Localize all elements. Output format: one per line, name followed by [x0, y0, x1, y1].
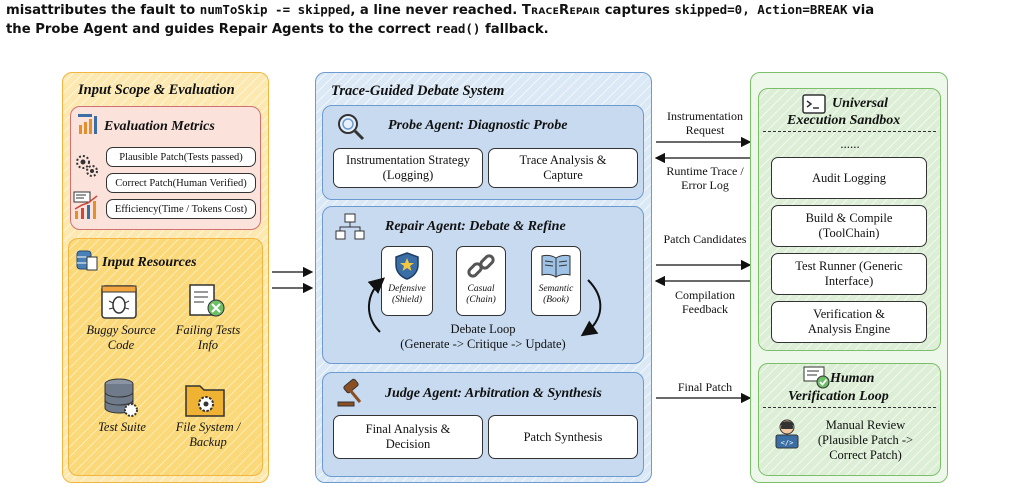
probe-agent-title: Probe Agent: Diagnostic Probe: [388, 118, 568, 133]
semantic-agent-name: Semantic: [538, 284, 574, 294]
magnifier-icon: [336, 112, 366, 147]
metrics-chart-icon: [77, 113, 101, 140]
book-icon: [541, 254, 571, 283]
final-patch-label: Final Patch: [677, 380, 733, 394]
file-system-label: File System / Backup: [175, 420, 241, 449]
bug-icon: [101, 285, 137, 324]
casual-agent-card: [456, 246, 506, 316]
repair-agent-title: Repair Agent: Debate & Refine: [385, 219, 566, 234]
trace-analysis-box: Trace Analysis & Capture: [488, 148, 638, 188]
audit-logging-box: Audit Logging: [771, 157, 927, 199]
input-resources-title: Input Resources: [102, 255, 197, 270]
compilation-feedback-label: Compilation Feedback: [675, 288, 735, 316]
failing-tests-icon: [188, 283, 226, 324]
database-stack-icon: [75, 249, 99, 276]
casual-agent-name: Casual: [467, 284, 495, 294]
semantic-agent-sub: (Book): [543, 295, 569, 305]
debate-loop-steps: (Generate -> Critique -> Update): [400, 337, 566, 351]
shield-icon: [394, 252, 420, 285]
verification-engine-box: Verification & Analysis Engine: [771, 301, 927, 343]
debate-loop-label: Debate Loop: [450, 322, 516, 336]
evaluation-metrics-title: Evaluation Metrics: [104, 119, 215, 134]
defensive-agent-sub: (Shield): [391, 295, 423, 305]
metric-plausible-patch: Plausible Patch(Tests passed): [106, 147, 256, 167]
verified-doc-icon: [803, 366, 831, 395]
test-runner-box: Test Runner (Generic Interface): [771, 253, 927, 295]
folder-gear-icon: [184, 380, 226, 425]
network-icon: [335, 213, 365, 246]
chain-icon: [467, 252, 495, 285]
sandbox-ellipsis: ......: [840, 136, 860, 151]
build-compile-box: Build & Compile (ToolChain): [771, 205, 927, 247]
debate-system-title: Trace-Guided Debate System: [331, 83, 505, 99]
reviewer-avatar-icon: </>: [773, 419, 801, 454]
defensive-agent-name: Defensive: [388, 284, 426, 294]
human-title-1: Human: [830, 371, 875, 386]
test-suite-label: Test Suite: [98, 420, 146, 434]
judge-agent-title: Judge Agent: Arbitration & Synthesis: [385, 386, 602, 401]
failing-tests-label: Failing Tests Info: [175, 323, 241, 352]
instrumentation-strategy-box: Instrumentation Strategy (Logging): [333, 148, 483, 188]
manual-review-label: Manual Review (Plausible Patch -> Correc…: [817, 418, 914, 462]
input-resources-panel: [68, 238, 263, 476]
metric-correct-patch: Correct Patch(Human Verified): [106, 173, 256, 193]
sandbox-title-2: Execution Sandbox: [787, 113, 901, 128]
runtime-trace-label: Runtime Trace / Error Log: [666, 164, 744, 192]
gears-icon: [73, 152, 99, 183]
gavel-icon: [336, 378, 366, 413]
input-arrows: [272, 266, 314, 294]
growth-chart-icon: [72, 190, 100, 225]
patch-synthesis-box: Patch Synthesis: [488, 415, 638, 459]
buggy-source-code-label: Buggy Source Code: [86, 323, 156, 352]
semantic-agent-card: [531, 246, 581, 316]
caption-line-1: misattributes the fault to numToSkip -= …: [6, 2, 875, 18]
caption-line-2: the Probe Agent and guides Repair Agents…: [6, 21, 549, 37]
sandbox-divider: [763, 131, 936, 132]
metric-efficiency: Efficiency(Time / Tokens Cost): [106, 199, 256, 219]
input-scope-title: Input Scope & Evaluation: [78, 82, 235, 98]
svg-text:</>: </>: [781, 439, 794, 447]
human-divider: [763, 407, 936, 408]
final-analysis-box: Final Analysis & Decision: [333, 415, 483, 459]
casual-agent-sub: (Chain): [466, 295, 496, 305]
human-verification-panel: [758, 363, 941, 476]
sandbox-title-1: Universal: [832, 96, 888, 111]
test-suite-database-icon: [103, 378, 139, 423]
human-title-2: Verification Loop: [788, 389, 889, 404]
terminal-icon: [802, 94, 826, 119]
debate-loop-arrows: [367, 277, 602, 337]
sandbox-arrows: [654, 136, 752, 404]
instrumentation-request-label: Instrumentation Request: [667, 109, 743, 137]
patch-candidates-label: Patch Candidates: [663, 232, 747, 246]
